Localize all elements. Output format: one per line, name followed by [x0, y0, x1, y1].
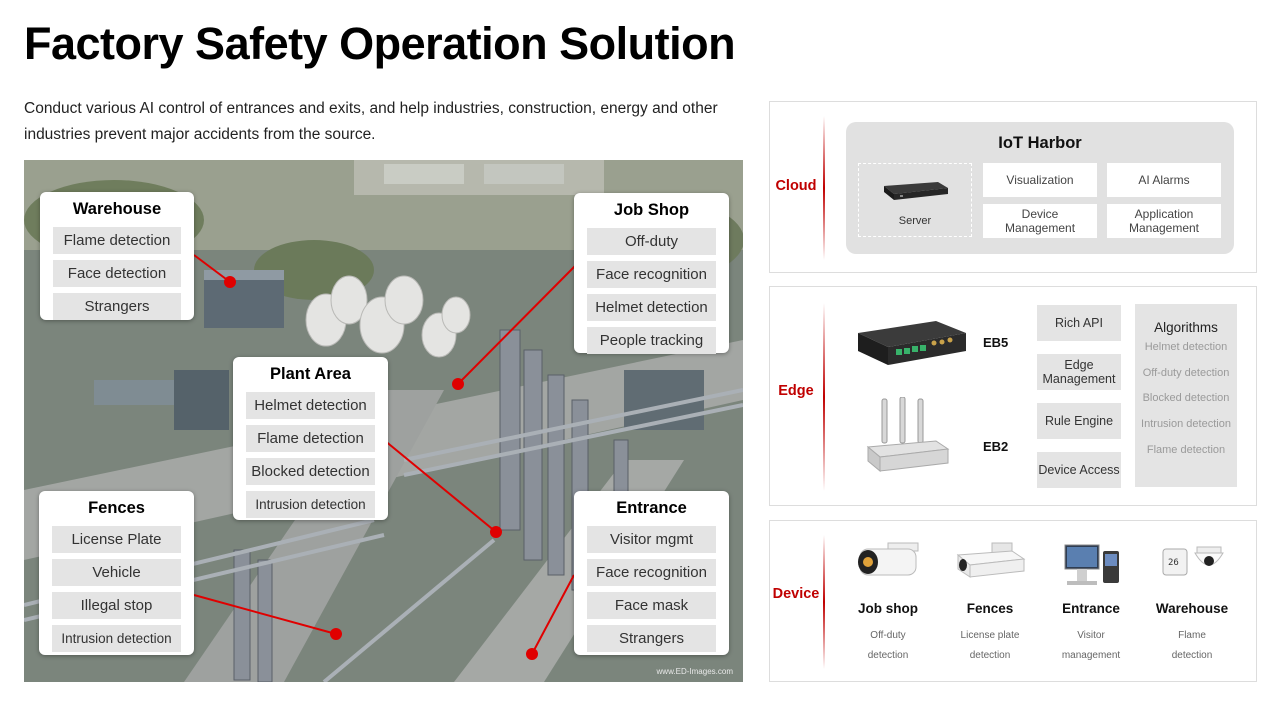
plant-area-item: Helmet detection	[246, 392, 375, 419]
cloud-tier-panel: Cloud IoT Harbor Server Visualization AI…	[769, 101, 1257, 273]
device-access-box: Device Access	[1037, 452, 1121, 488]
algorithm-item: Flame detection	[1146, 443, 1226, 456]
entrance-item: Face recognition	[587, 559, 716, 586]
plant-area-card-title: Plant Area	[269, 365, 351, 383]
server-label: Server	[898, 215, 932, 227]
warehouse-card-title: Warehouse	[72, 200, 162, 218]
job-shop-card-title: Job Shop	[613, 201, 690, 219]
algorithm-item: Off-duty detection	[1142, 366, 1230, 379]
job-shop-item: Face recognition	[587, 261, 716, 288]
fences-item: Illegal stop	[52, 592, 181, 619]
algorithms-title: Algorithms	[1154, 320, 1218, 335]
edge-tier-divider	[823, 303, 825, 491]
plant-area-item: Intrusion detection	[246, 491, 375, 518]
fences-card: Fences License Plate Vehicle Illegal sto…	[39, 491, 194, 655]
plant-area-item: Blocked detection	[246, 458, 375, 485]
fences-card-title: Fences	[88, 499, 145, 517]
entrance-item: Visitor mgmt	[587, 526, 716, 553]
warehouse-location-marker[interactable]	[224, 276, 236, 288]
job-shop-item: Helmet detection	[587, 294, 716, 321]
rich-api-box: Rich API	[1037, 305, 1121, 341]
job-shop-item: Off-duty	[587, 228, 716, 255]
entrance-item: Face mask	[587, 592, 716, 619]
warehouse-item: Face detection	[53, 260, 181, 287]
eb5-gateway-icon	[858, 321, 966, 365]
edge-tier-label: Edge	[778, 383, 814, 399]
ai-alarms-box: AI Alarms	[1107, 163, 1221, 197]
device-name: Fences	[966, 601, 1014, 616]
page-title: Factory Safety Operation Solution	[24, 18, 736, 69]
fences-location-marker[interactable]	[330, 628, 342, 640]
fences-item: Vehicle	[52, 559, 181, 586]
algorithm-item: Helmet detection	[1144, 341, 1228, 353]
edge-management-box: Edge Management	[1037, 354, 1121, 390]
device-management-box: Device Management	[983, 204, 1097, 238]
server-box: Server	[858, 163, 972, 237]
device-tier-label: Device	[772, 586, 820, 602]
eb2-label: EB2	[983, 439, 1009, 454]
fences-item: Intrusion detection	[52, 625, 181, 652]
page-subtitle: Conduct various AI control of entrances …	[24, 100, 718, 143]
cloud-tier-label: Cloud	[775, 178, 817, 194]
visualization-box: Visualization	[983, 163, 1097, 197]
algorithms-box: Algorithms Helmet detection Off-duty det…	[1135, 304, 1237, 487]
job-shop-card: Job Shop Off-duty Face recognition Helme…	[574, 193, 729, 354]
iot-harbor-container: IoT Harbor Server Visualization AI Alarm…	[846, 122, 1234, 254]
edge-tier-panel: Edge EB5 EB2 Rich API Edge Management Ru…	[769, 286, 1257, 506]
entrance-card: Entrance Visitor mgmt Face recognition F…	[574, 491, 729, 655]
warehouse-item: Flame detection	[53, 227, 181, 254]
photo-watermark: www.ED-Images.com	[656, 667, 733, 676]
algorithm-item: Intrusion detection	[1141, 418, 1231, 431]
visitor-terminal-icon	[1064, 544, 1119, 585]
job-shop-item: People tracking	[587, 327, 716, 354]
warehouse-card: Warehouse Flame detection Face detection…	[40, 192, 194, 320]
bullet-camera-icon	[858, 542, 919, 576]
algorithm-item: Blocked detection	[1142, 392, 1230, 405]
rule-engine-box: Rule Engine	[1037, 403, 1121, 439]
device-name: Warehouse	[1155, 601, 1229, 616]
lpr-camera-icon	[956, 542, 1026, 578]
plant-area-item: Flame detection	[246, 425, 375, 452]
eb2-gateway-icon	[866, 397, 950, 473]
sensor-dome-camera-icon: 26	[1162, 546, 1224, 576]
application-management-box: Application Management	[1107, 204, 1221, 238]
iot-harbor-title: IoT Harbor	[998, 134, 1082, 152]
eb5-label: EB5	[983, 335, 1009, 350]
device-name: Entrance	[1062, 601, 1120, 616]
factory-aerial-photo: Warehouse Flame detection Face detection…	[24, 160, 743, 682]
plant-area-card: Plant Area Helmet detection Flame detect…	[233, 357, 388, 520]
entrance-card-title: Entrance	[616, 499, 687, 517]
entrance-item: Strangers	[587, 625, 716, 652]
cloud-tier-divider	[823, 116, 825, 260]
fences-item: License Plate	[52, 526, 181, 553]
entrance-location-marker[interactable]	[526, 648, 538, 660]
plant-area-location-marker[interactable]	[490, 526, 502, 538]
warehouse-item: Strangers	[53, 293, 181, 320]
server-icon	[884, 182, 948, 200]
device-tier-divider	[823, 535, 825, 669]
job-shop-location-marker[interactable]	[452, 378, 464, 390]
device-name: Job shop	[858, 601, 918, 616]
svg-text:26: 26	[1168, 558, 1179, 568]
